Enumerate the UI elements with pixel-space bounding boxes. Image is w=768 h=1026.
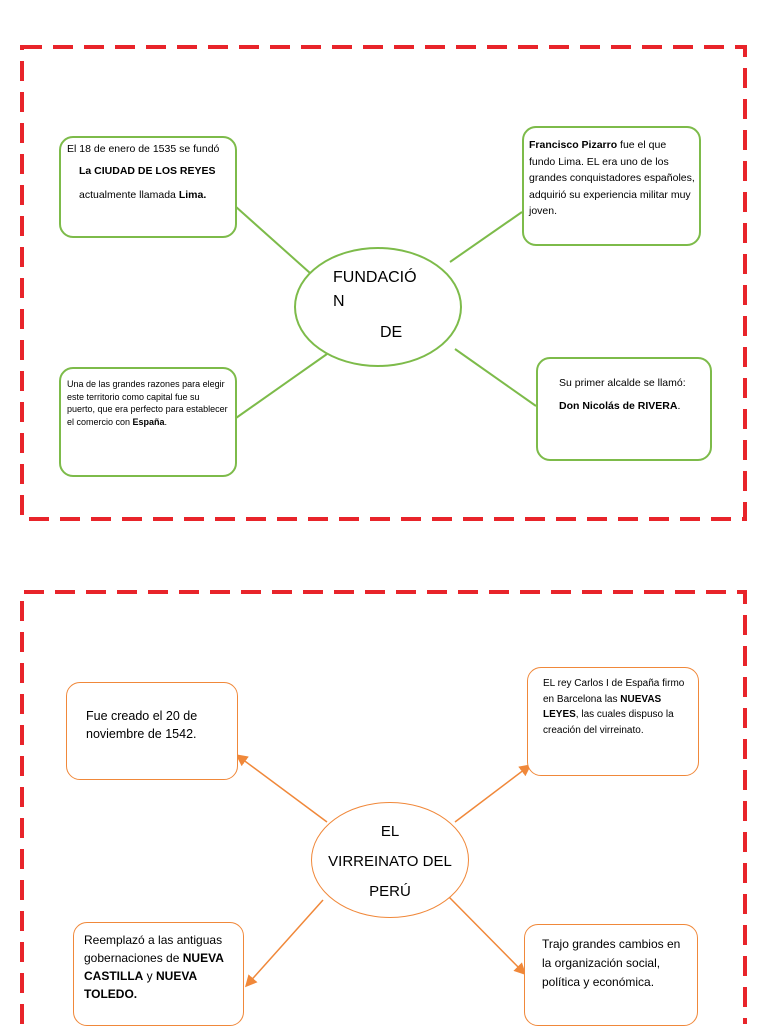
fundacion-frame xyxy=(20,45,747,521)
virreinato-box-top-right: EL rey Carlos I de España firmo en Barce… xyxy=(527,667,699,776)
nueva-castilla-bold: NUEVA CASTILLA xyxy=(84,951,224,983)
virreinato-box-bottom-left: Reemplazó a las antiguas gobernaciones d… xyxy=(73,922,244,1026)
connector-fundacion-bottom-left xyxy=(235,353,328,419)
gobernaciones-pre: Reemplazó a las antiguas gobernaciones d… xyxy=(84,933,223,965)
puerto-reason-end: . xyxy=(164,416,168,427)
lima-prefix-text: actualmente llamada xyxy=(79,189,179,201)
virreinato-box-top-left: Fue creado el 20 de noviembre de 1542. xyxy=(66,682,238,780)
fecha-creacion-text: Fue creado el 20 de noviembre de 1542. xyxy=(86,709,198,741)
fundacion-date-text: El 18 de enero de 1535 se fundó xyxy=(67,143,220,155)
connector-fundacion-top-right xyxy=(449,211,523,263)
fundacion-box-bottom-left: Una de las grandes razones para elegir e… xyxy=(59,367,237,477)
nueva-toledo-bold: NUEVA TOLEDO. xyxy=(84,969,197,1001)
fundacion-box-top-left: El 18 de enero de 1535 se fundó La CIUDA… xyxy=(59,136,237,238)
fundacion-title-line2: N xyxy=(333,293,345,310)
gobernaciones-mid: y xyxy=(143,969,156,983)
fundacion-center-ellipse: FUNDACIÓ N DE xyxy=(294,247,462,367)
alcalde-name-end: . xyxy=(677,399,681,412)
arrow-virreinato-bottom-left xyxy=(245,899,324,988)
virreinato-title-line2: VIRREINATO DEL xyxy=(328,853,452,870)
arrow-virreinato-top-right xyxy=(454,764,532,823)
fundacion-title-line1: FUNDACIÓ xyxy=(333,269,417,286)
espana-bold-text: España xyxy=(132,416,165,427)
virreinato-title-line1: EL xyxy=(380,823,400,840)
pizarro-description: fue el que fundo Lima. EL era uno de los… xyxy=(529,139,695,217)
alcalde-name: Don Nicolás de RIVERA xyxy=(559,399,678,412)
puerto-reason-text: Una de las grandes razones para elegir e… xyxy=(67,379,228,427)
fundacion-title-line3: DE xyxy=(380,324,403,341)
nuevas-leyes-post: , las cuales dispuso la creación del vir… xyxy=(543,709,674,736)
connector-fundacion-top-left xyxy=(234,205,311,274)
fundacion-box-top-right: Francisco Pizarro fue el que fundo Lima.… xyxy=(522,126,701,246)
ciudad-reyes-text: La CIUDAD DE LOS REYES xyxy=(79,165,216,177)
connector-fundacion-bottom-right xyxy=(454,348,537,407)
virreinato-frame xyxy=(20,590,747,1024)
fundacion-box-bottom-right: Su primer alcalde se llamó: Don Nicolás … xyxy=(536,357,712,461)
virreinato-box-bottom-right: Trajo grandes cambios en la organización… xyxy=(524,924,698,1026)
pizarro-name: Francisco Pizarro xyxy=(529,139,618,151)
arrow-virreinato-bottom-right xyxy=(448,896,527,976)
lima-name-line: actualmente llamada Lima. xyxy=(79,188,229,202)
nuevas-leyes-bold: NUEVAS LEYES xyxy=(543,693,662,721)
virreinato-title-line3: PERÚ xyxy=(369,883,411,900)
virreinato-center-ellipse: EL VIRREINATO DEL PERÚ xyxy=(311,802,469,918)
arrow-virreinato-top-left xyxy=(235,754,328,823)
grandes-cambios-text: Trajo grandes cambios en la organización… xyxy=(542,937,681,989)
lima-bold-text: Lima. xyxy=(178,189,207,201)
nuevas-leyes-pre: EL rey Carlos I de España firmo en Barce… xyxy=(543,678,685,705)
alcalde-name-line: Don Nicolás de RIVERA. xyxy=(559,398,702,415)
alcalde-intro-text: Su primer alcalde se llamó: xyxy=(559,377,686,389)
